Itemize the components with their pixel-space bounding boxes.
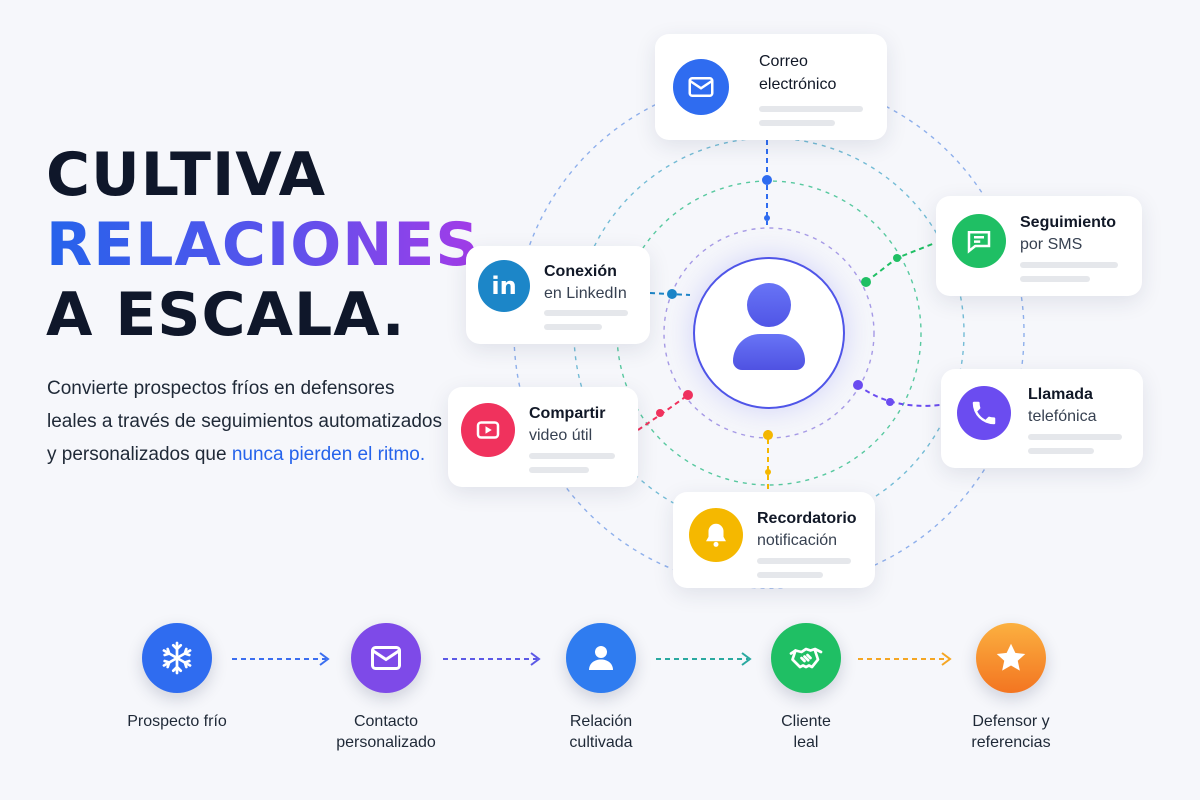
channel-card-sms: Seguimiento por SMS bbox=[936, 196, 1142, 296]
placeholder-bar bbox=[1020, 276, 1090, 282]
placeholder-bar bbox=[759, 106, 863, 112]
placeholder-bar bbox=[759, 120, 835, 126]
node-call bbox=[853, 380, 863, 390]
linkedin-icon: in bbox=[478, 260, 530, 312]
stage-personalized-contact: Contacto personalizado bbox=[311, 623, 461, 753]
headline-line-2: RELACIONES bbox=[46, 210, 480, 280]
connector-video bbox=[637, 394, 689, 431]
star-icon bbox=[976, 623, 1046, 693]
play-icon bbox=[461, 403, 515, 457]
channel-card-reminder: Recordatorio notificación bbox=[673, 492, 875, 588]
stage-label: Contacto personalizado bbox=[336, 713, 436, 751]
channel-card-call: Llamada telefónica bbox=[941, 369, 1143, 468]
placeholder-bar bbox=[757, 558, 851, 564]
placeholder-bar bbox=[1028, 448, 1094, 454]
node-email bbox=[762, 175, 772, 185]
channel-reminder-line2: notificación bbox=[757, 532, 838, 549]
central-contact-avatar bbox=[693, 257, 845, 409]
connector-call bbox=[857, 384, 941, 407]
channel-call-line2: telefónica bbox=[1028, 408, 1097, 425]
channel-card-video: Compartir video útil bbox=[448, 387, 638, 487]
channel-video-line1: Compartir bbox=[529, 405, 606, 422]
avatar-body bbox=[733, 334, 805, 370]
stage-advocate: Defensor y referencias bbox=[936, 623, 1086, 753]
placeholder-bar bbox=[1028, 434, 1122, 440]
mail-icon bbox=[673, 59, 729, 115]
stage-loyal-customer: Cliente leal bbox=[731, 623, 881, 753]
snowflake-icon bbox=[142, 623, 212, 693]
placeholder-bar bbox=[757, 572, 823, 578]
chat-icon bbox=[952, 214, 1006, 268]
channel-card-linkedin: in Conexión en LinkedIn bbox=[466, 246, 650, 344]
channel-sms-line1: Seguimiento bbox=[1020, 214, 1117, 231]
placeholder-bar bbox=[1020, 262, 1118, 268]
stage-cold-prospect: Prospecto frío bbox=[102, 623, 252, 732]
stage-label: Relación cultivada bbox=[569, 713, 633, 751]
user-icon bbox=[566, 623, 636, 693]
node-linkedin bbox=[667, 289, 677, 299]
subtitle-accent: nunca pierden el ritmo. bbox=[231, 444, 426, 465]
stage-label: Defensor y referencias bbox=[971, 713, 1051, 751]
placeholder-bar bbox=[544, 310, 628, 316]
channel-sms-line2: por SMS bbox=[1020, 236, 1083, 253]
channel-email-line1: Correo bbox=[759, 53, 808, 70]
headline: CULTIVA RELACIONES A ESCALA. bbox=[46, 140, 480, 350]
channel-card-email: Correo electrónico bbox=[655, 34, 887, 140]
stage-cultivated-relationship: Relación cultivada bbox=[526, 623, 676, 753]
node-video bbox=[683, 390, 693, 400]
orbit-ring-outer bbox=[513, 77, 1025, 589]
handshake-icon bbox=[771, 623, 841, 693]
channel-linkedin-line2: en LinkedIn bbox=[544, 285, 627, 302]
headline-line-3: A ESCALA. bbox=[46, 280, 406, 350]
avatar-head bbox=[747, 283, 791, 327]
subtitle: Convierte prospectos fríos en defensores… bbox=[47, 372, 447, 471]
subtitle-text: Convierte prospectos fríos en defensores… bbox=[47, 378, 443, 465]
channel-linkedin-line1: Conexión bbox=[544, 263, 617, 280]
headline-line-1: CULTIVA bbox=[46, 140, 327, 210]
channel-video-line2: video útil bbox=[529, 427, 593, 444]
placeholder-bar bbox=[544, 324, 602, 330]
mail-icon bbox=[351, 623, 421, 693]
stage-label: Cliente leal bbox=[781, 713, 831, 751]
placeholder-bar bbox=[529, 467, 589, 473]
node-sms bbox=[861, 277, 871, 287]
channel-call-line1: Llamada bbox=[1028, 386, 1093, 403]
stage-label: Prospecto frío bbox=[127, 713, 227, 730]
node-reminder bbox=[763, 430, 773, 440]
bell-icon bbox=[689, 508, 743, 562]
placeholder-bar bbox=[529, 453, 615, 459]
phone-icon bbox=[957, 386, 1011, 440]
channel-reminder-line1: Recordatorio bbox=[757, 510, 857, 527]
channel-email-line2: electrónico bbox=[759, 76, 837, 93]
